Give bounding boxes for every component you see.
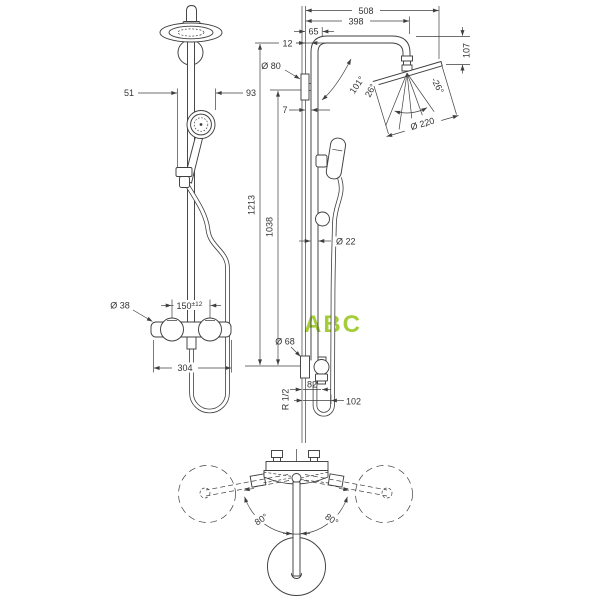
outlet-assembly-side (300, 355, 330, 385)
dim-51-label: 51 (124, 88, 134, 98)
front-view (150, 5, 232, 414)
dim-12-label: 12 (282, 38, 292, 48)
slider-side (315, 211, 330, 227)
hand-shower-side (325, 137, 347, 180)
bottom-view: 80° 80° (178, 449, 413, 596)
front-view-dimensions: 51 93 Ø 38 150±12 304 (110, 88, 256, 373)
hand-shower-holder (175, 167, 193, 188)
dim-7-label: 7 (282, 105, 287, 115)
dim-1038-label: 1038 (265, 217, 275, 237)
top-knob (186, 5, 197, 24)
thread-r12-label: R 1/2 (281, 389, 291, 411)
head-connector-side (401, 55, 413, 72)
shower-head-position-left (178, 465, 236, 523)
overhead-shower-front (159, 22, 223, 43)
dim-304-label: 304 (177, 363, 192, 373)
dim-102-label: 102 (346, 396, 361, 406)
dim-82-label: 82 (307, 379, 317, 389)
shower-bar-side (310, 54, 319, 361)
dia-80-label: Ø 80 (261, 61, 281, 71)
hand-shower-front (183, 110, 216, 184)
dim-107-label: 107 (462, 43, 472, 58)
dia-38-label: Ø 38 (110, 301, 130, 311)
dia-22-label: Ø 22 (336, 236, 356, 246)
holder-side (315, 154, 328, 168)
dia-68-label: Ø 68 (275, 337, 295, 347)
shower-arm-side (310, 35, 411, 59)
wall-flange-side (300, 73, 310, 101)
side-view-dimensions: 508 398 65 12 107 Ø 80 7 101° 26° (245, 5, 472, 411)
swivel-range-arc (244, 496, 348, 535)
thermostat-front (150, 317, 232, 350)
arm-end-cap (291, 573, 302, 579)
shower-arm-top (292, 481, 301, 577)
dim-150-label: 150±12 (177, 301, 203, 311)
dim-1213-label: 1213 (247, 195, 257, 215)
dim-93-label: 93 (246, 88, 256, 98)
spray-fan-lines (385, 72, 440, 130)
dim-398-label: 398 (348, 16, 363, 26)
shower-head-position-right (355, 465, 413, 523)
dim-65-label: 65 (308, 26, 318, 36)
dim-508-label: 508 (358, 6, 373, 16)
side-view (300, 6, 443, 443)
